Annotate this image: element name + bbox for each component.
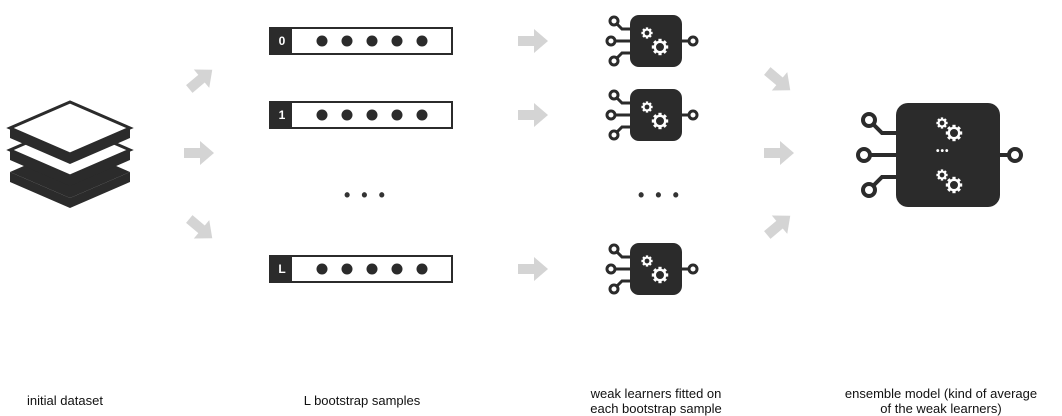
- arrow-icon: [181, 209, 220, 248]
- arrow-icon: [764, 141, 794, 165]
- caption-ensemble-line2: of the weak learners): [880, 401, 1002, 416]
- sample-label-0: 0: [278, 34, 286, 48]
- arrow-icon: [518, 29, 548, 53]
- learners-ellipsis: • • •: [638, 185, 682, 205]
- gear-chip-icon: [607, 89, 697, 141]
- caption-initial-dataset: initial dataset: [27, 393, 103, 408]
- caption-ensemble-model: ensemble model (kind of average of the w…: [820, 386, 1062, 416]
- sample-label-1: 1: [278, 108, 286, 122]
- arrow-icon: [181, 60, 220, 99]
- stacked-layers-icon: [6, 100, 134, 208]
- arrow-icon: [184, 141, 214, 165]
- arrow-icon: [759, 61, 798, 100]
- samples-ellipsis: • • •: [344, 185, 388, 205]
- arrow-icon: [518, 257, 548, 281]
- arrow-icon: [759, 206, 798, 245]
- caption-ensemble-line1: ensemble model (kind of average: [844, 386, 1038, 401]
- sample-box-L: [269, 255, 453, 283]
- arrow-icon: [518, 103, 548, 127]
- sample-box-0: [269, 27, 453, 55]
- caption-weak-learners-line2: each bootstrap sample: [590, 401, 722, 416]
- gear-chip-icon: [607, 15, 697, 67]
- sample-box-1: [269, 101, 453, 129]
- ensemble-chip-icon: [856, 103, 1023, 207]
- caption-weak-learners-line1: weak learners fitted on: [590, 386, 722, 401]
- ensemble-inner-ellipsis: •••: [936, 146, 950, 157]
- caption-weak-learners: weak learners fitted on each bootstrap s…: [556, 386, 756, 416]
- gear-chip-icon: [607, 243, 697, 295]
- sample-label-L: L: [278, 262, 286, 276]
- caption-bootstrap-samples: L bootstrap samples: [303, 393, 421, 408]
